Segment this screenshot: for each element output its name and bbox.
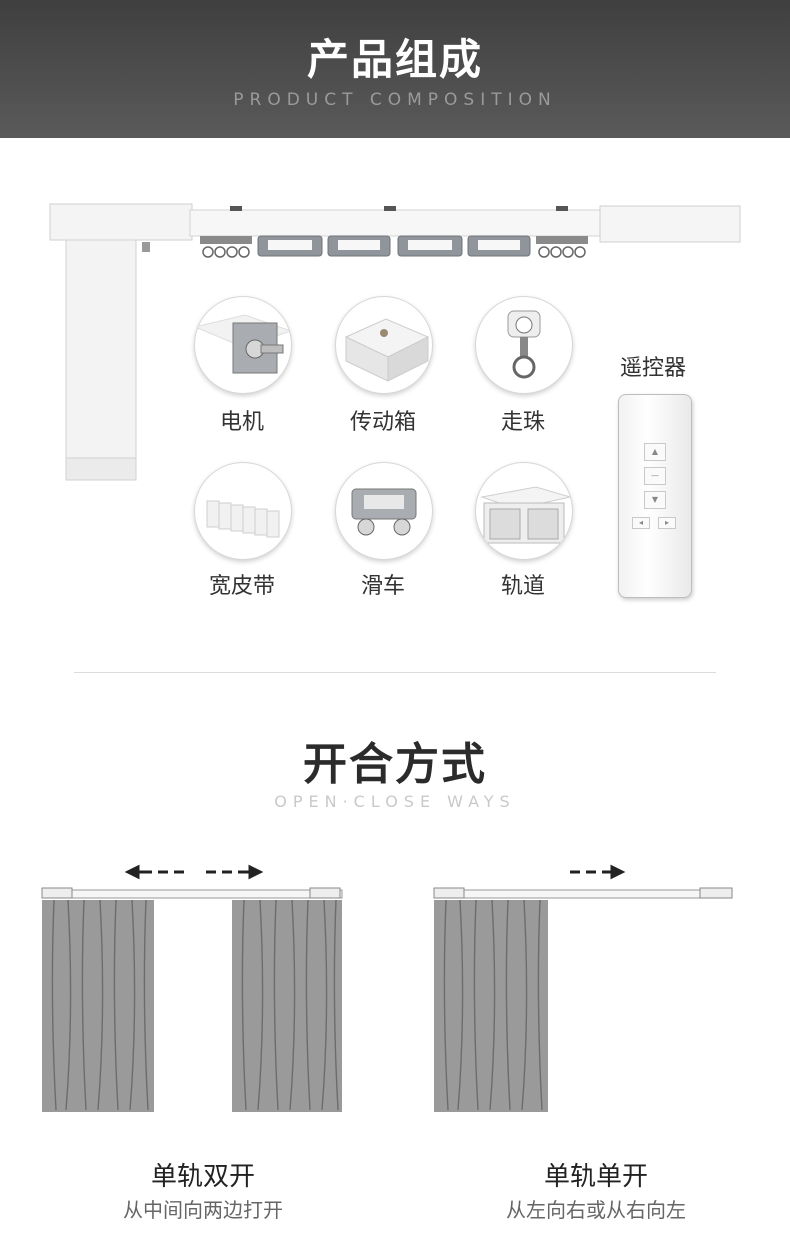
- component-label-gearbox: 传动箱: [349, 410, 416, 435]
- single-open-curtain-illustration: [433, 864, 733, 1112]
- remote-label: 遥控器: [619, 356, 686, 381]
- motor-icon: [194, 296, 292, 394]
- remote-control-illustration: ▲ — ▼ ◂ ▸: [618, 394, 692, 598]
- component-label-track: 轨道: [500, 574, 545, 599]
- remote-down-button: ▼: [644, 491, 666, 509]
- component-label-motor: 电机: [219, 410, 264, 435]
- header-banner: 产品组成 PRODUCT COMPOSITION: [0, 0, 790, 138]
- component-label-carriage: 滑车: [360, 574, 405, 599]
- rail-assembly-illustration: [49, 203, 741, 481]
- section-divider: [74, 672, 716, 673]
- runner-icon: [475, 296, 573, 394]
- gearbox-icon: [335, 296, 433, 394]
- way-desc-double-open: 从中间向两边打开: [123, 1198, 283, 1222]
- track-icon: [475, 462, 573, 560]
- way-desc-single-open: 从左向右或从右向左: [506, 1198, 686, 1222]
- remote-left-button: ◂: [632, 517, 650, 529]
- page-subtitle: PRODUCT COMPOSITION: [233, 90, 557, 110]
- way-title-double-open: 单轨双开: [150, 1162, 255, 1192]
- carriage-icon: [335, 462, 433, 560]
- remote-stop-button: —: [644, 467, 666, 485]
- component-label-belt: 宽皮带: [208, 574, 275, 599]
- way-title-single-open: 单轨单开: [543, 1162, 648, 1192]
- double-open-curtain-illustration: [41, 864, 343, 1112]
- belt-icon: [194, 462, 292, 560]
- remote-up-button: ▲: [644, 443, 666, 461]
- page-title: 产品组成: [306, 35, 483, 84]
- remote-right-button: ▸: [658, 517, 676, 529]
- section-subtitle-open-close: OPEN·CLOSE WAYS: [274, 792, 516, 811]
- component-label-runner: 走珠: [500, 410, 545, 435]
- section-title-open-close: 开合方式: [303, 739, 487, 790]
